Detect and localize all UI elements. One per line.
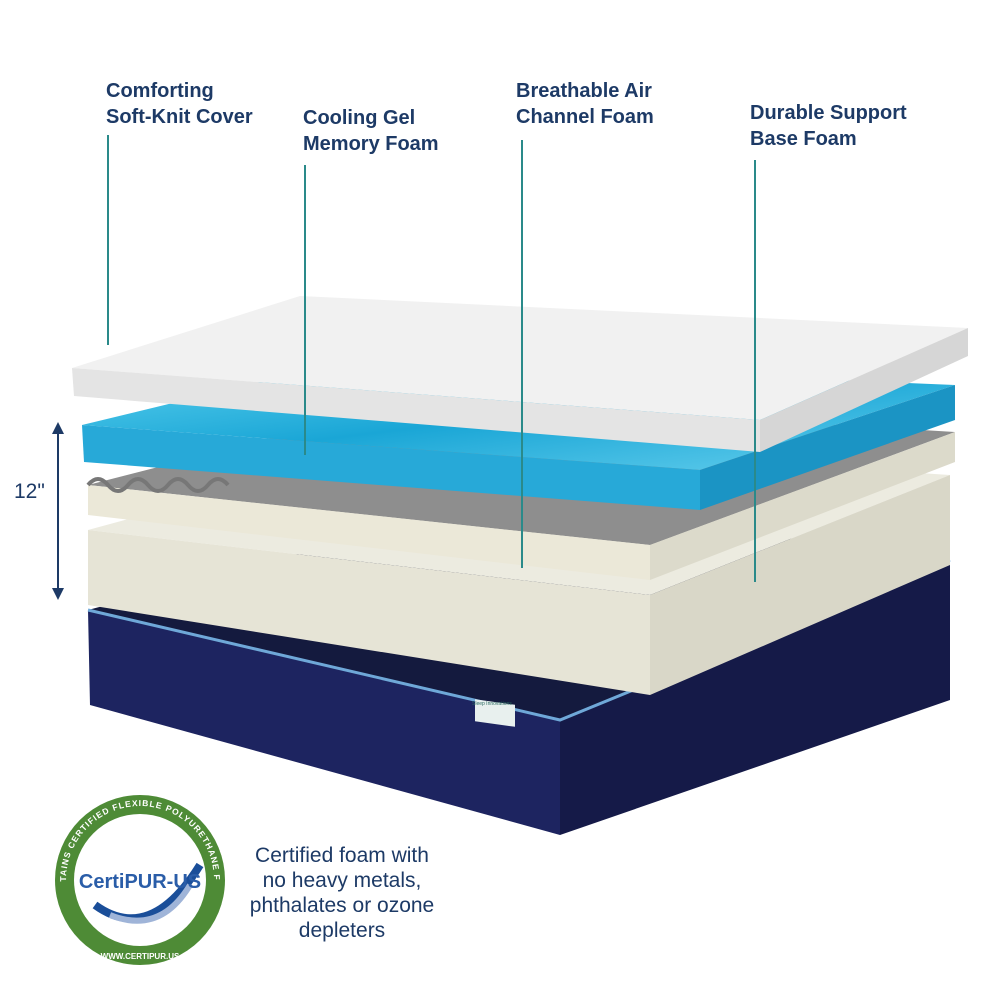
ring-bottom-text: WWW.CERTIPUR.US <box>100 952 180 961</box>
certipur-logo-text: CertiPUR-US <box>79 871 201 893</box>
height-arrow <box>52 422 64 600</box>
leader-lines <box>107 135 756 582</box>
certification-description: Certified foam with no heavy metals, pht… <box>249 844 435 942</box>
height-label: 12" <box>14 480 45 503</box>
brand-tag-text: Sleep Innovations <box>472 701 512 707</box>
brand-tag <box>475 699 515 727</box>
knit-cover-layer <box>72 296 968 452</box>
